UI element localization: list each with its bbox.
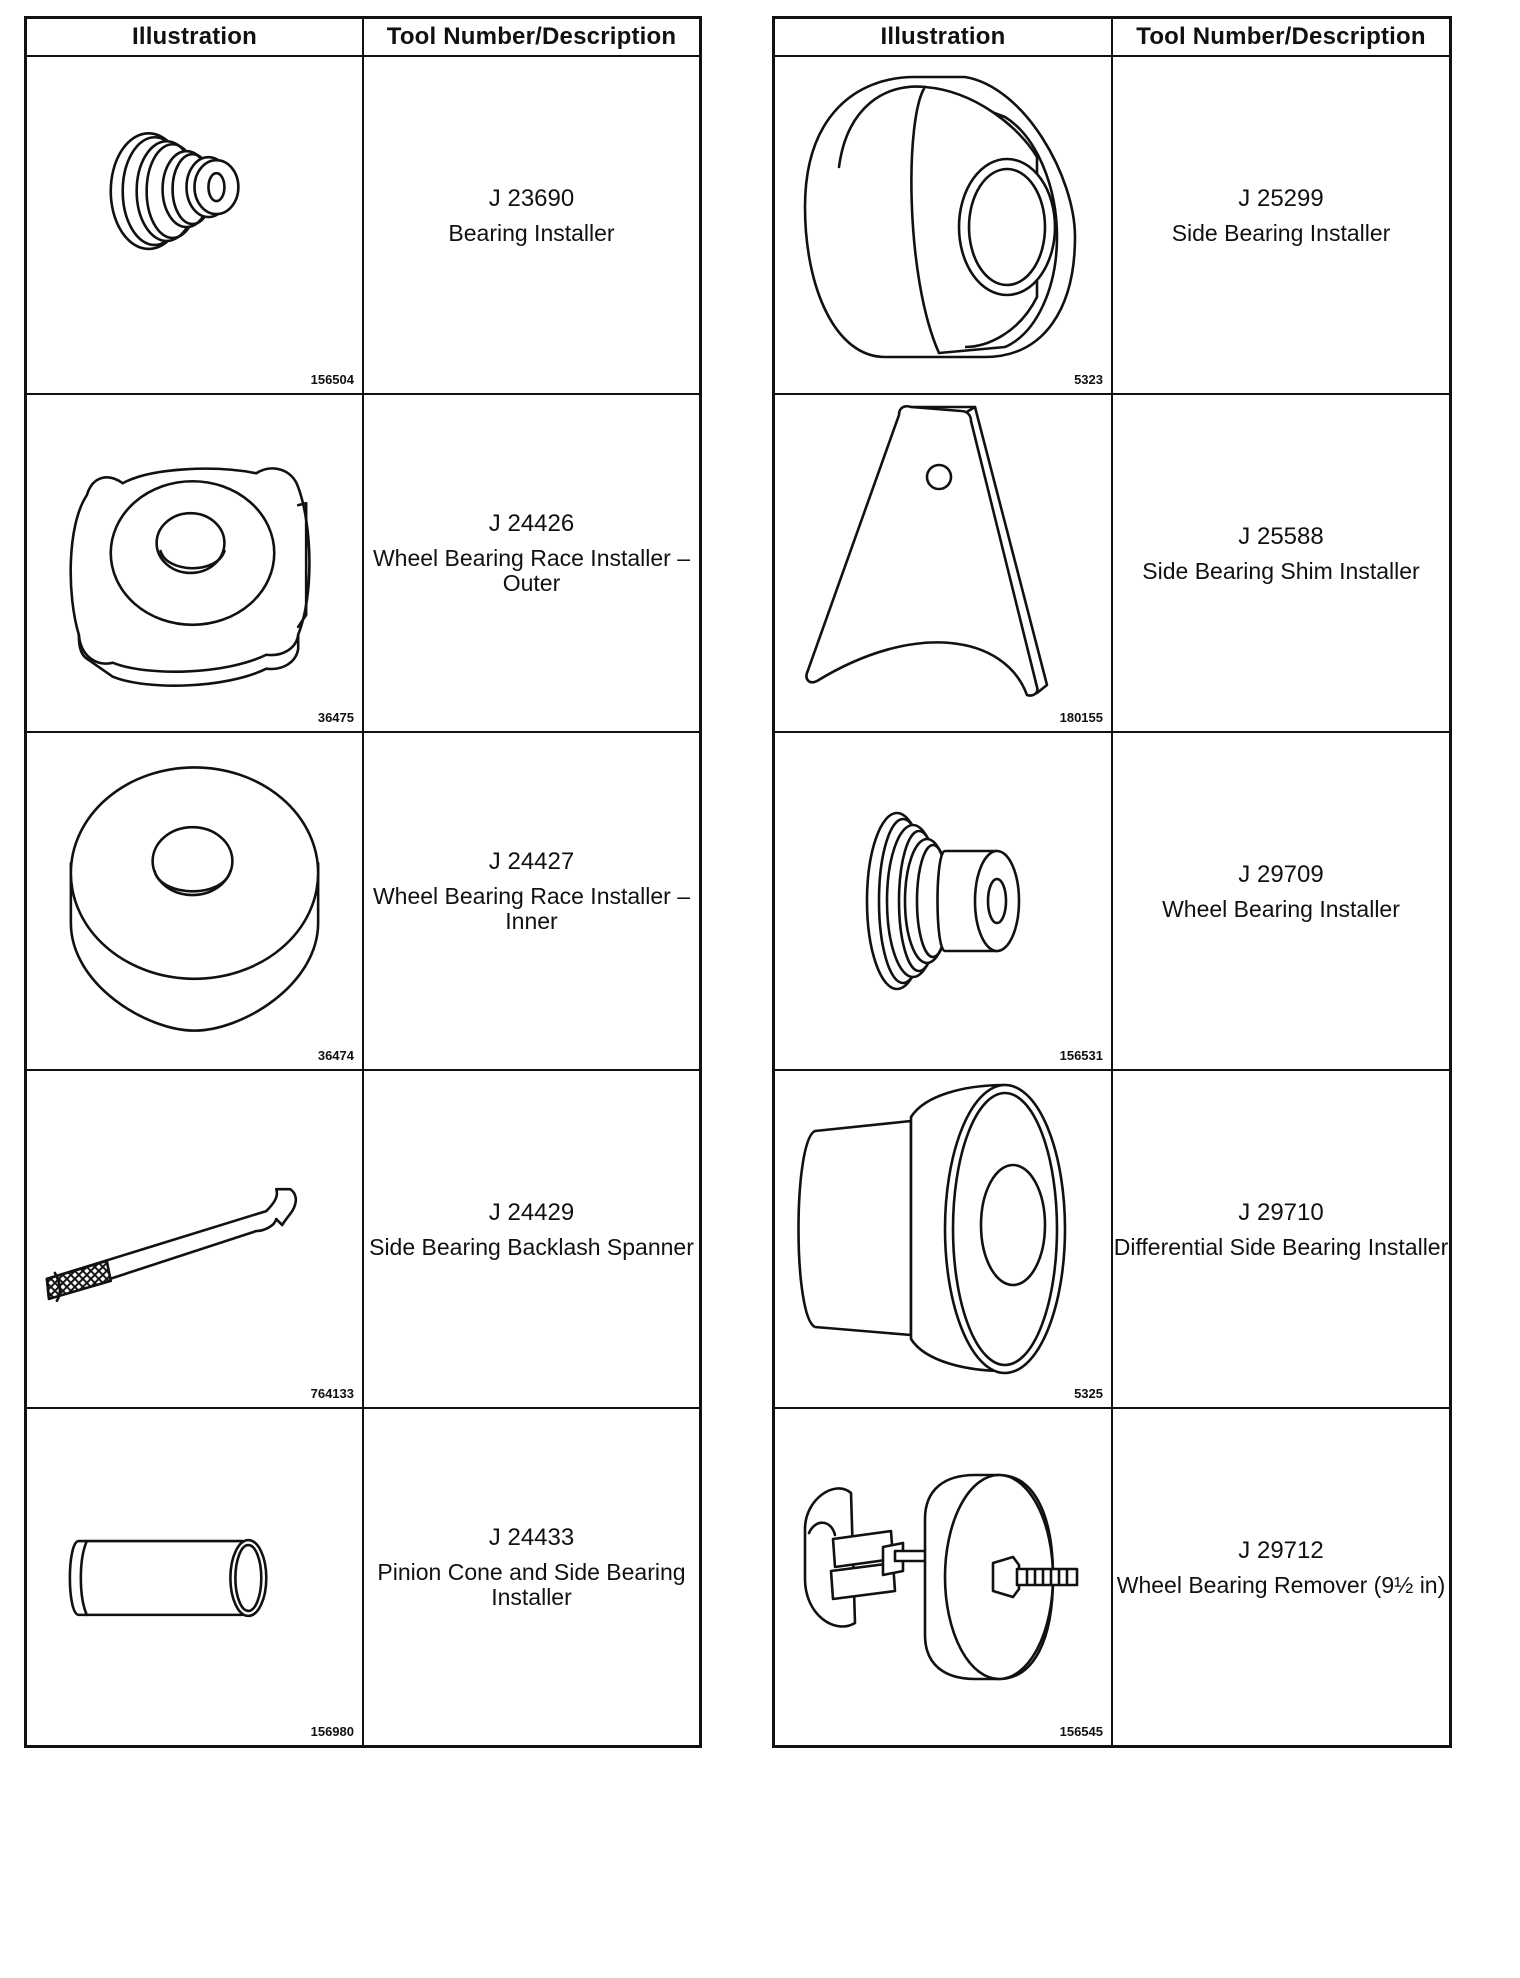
stepped-wheel-bearing-installer-icon [865,811,1021,991]
figure-number: 180155 [1059,710,1103,725]
description-cell: J 24433 Pinion Cone and Side Bearing Ins… [362,1407,702,1748]
description-header: Tool Number/Description [362,16,702,57]
figure-number: 156531 [1059,1048,1103,1063]
tool-description: Bearing Installer [448,219,615,246]
illustration-cell: 5323 [772,55,1113,395]
illustration-header: Illustration [24,16,364,57]
description-cell: J 23690 Bearing Installer [362,55,702,395]
illustration-cell: 764133 [24,1069,364,1409]
tool-table-right: Illustration Tool Number/Description 532… [772,16,1452,1748]
figure-number: 5325 [1074,1386,1103,1401]
description-cell: J 24429 Side Bearing Backlash Spanner [362,1069,702,1409]
description-cell: J 25588 Side Bearing Shim Installer [1111,393,1452,733]
header-row: Illustration Tool Number/Description [772,16,1452,57]
illustration-cell: 156545 [772,1407,1113,1748]
figure-number: 156980 [310,1724,354,1739]
tool-number: J 29709 [1238,860,1324,888]
lobed-race-installer-icon [69,467,311,687]
tool-description: Side Bearing Installer [1171,219,1391,246]
tool-number: J 29712 [1238,1536,1324,1564]
figure-number: 764133 [310,1386,354,1401]
description-cell: J 29712 Wheel Bearing Remover (9½ in) [1111,1407,1452,1748]
tool-number: J 24429 [488,1198,575,1226]
figure-number: 156545 [1059,1724,1103,1739]
tool-number: J 29710 [1238,1198,1324,1226]
header-row: Illustration Tool Number/Description [24,16,702,57]
tool-row: 5323 J 25299 Side Bearing Installer [772,55,1452,395]
description-cell: J 29710 Differential Side Bearing Instal… [1111,1069,1452,1409]
tool-description: Side Bearing Shim Installer [1142,557,1420,584]
tool-description: Wheel Bearing Remover (9½ in) [1116,1571,1446,1598]
illustration-cell: 156531 [772,731,1113,1071]
tool-number: J 24426 [488,510,575,537]
description-cell: J 25299 Side Bearing Installer [1111,55,1452,395]
tool-description: Wheel Bearing Race Installer – Outer [372,545,691,596]
shim-installer-plate-icon [805,404,1049,697]
figure-number: 36475 [317,710,354,725]
tool-row: 764133 J 24429 Side Bearing Backlash Spa… [24,1069,702,1409]
disc-race-installer-icon [69,766,320,1032]
spanner-icon [45,1187,298,1303]
tool-number: J 25299 [1238,184,1324,212]
description-cell: J 29709 Wheel Bearing Installer [1111,731,1452,1071]
illustration-cell: 5325 [772,1069,1113,1409]
illustration-cell: 156504 [24,55,364,395]
bearing-remover-icon [803,1473,1079,1681]
tool-row: 5325 J 29710 Differential Side Bearing I… [772,1069,1452,1409]
illustration-cell: 36474 [24,731,364,1071]
description-cell: J 24427 Wheel Bearing Race Installer – I… [362,731,702,1071]
tool-row: 36474 J 24427 Wheel Bearing Race Install… [24,731,702,1071]
cone-installer-icon [803,75,1077,359]
illustration-cell: 180155 [772,393,1113,733]
description-header: Tool Number/Description [1111,16,1452,57]
stepped-bearing-installer-icon [109,131,240,251]
tool-description: Side Bearing Backlash Spanner [369,1233,694,1260]
tool-number: J 23690 [488,184,575,212]
tool-description: Differential Side Bearing Installer [1113,1233,1449,1260]
illustration-header: Illustration [772,16,1113,57]
tool-row: 156545 J 29712 Wheel Bearing Remover (9½… [772,1407,1452,1748]
figure-number: 156504 [310,372,354,387]
description-cell: J 24426 Wheel Bearing Race Installer – O… [362,393,702,733]
tool-description: Wheel Bearing Installer [1162,895,1400,922]
tool-description: Wheel Bearing Race Installer – Inner [372,883,691,934]
tool-row: 156504 J 23690 Bearing Installer [24,55,702,395]
tool-number: J 24433 [488,1524,575,1551]
tool-row: 156531 J 29709 Wheel Bearing Installer [772,731,1452,1071]
cylinder-installer-icon [797,1083,1067,1375]
tool-table-left: Illustration Tool Number/Description 156… [24,16,702,1748]
illustration-cell: 36475 [24,393,364,733]
tool-number: J 25588 [1238,522,1324,550]
tool-description: Pinion Cone and Side Bearing Installer [377,1559,686,1610]
tool-number: J 24427 [488,848,575,875]
figure-number: 36474 [317,1048,354,1063]
illustration-cell: 156980 [24,1407,364,1748]
tube-installer-icon [68,1538,268,1618]
tool-row: 36475 J 24426 Wheel Bearing Race Install… [24,393,702,733]
figure-number: 5323 [1074,372,1103,387]
tool-row: 180155 J 25588 Side Bearing Shim Install… [772,393,1452,733]
tool-row: 156980 J 24433 Pinion Cone and Side Bear… [24,1407,702,1748]
